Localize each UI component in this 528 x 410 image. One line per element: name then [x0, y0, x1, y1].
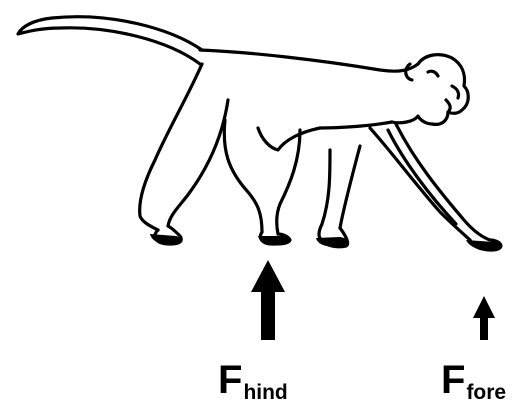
- nose: [452, 86, 459, 98]
- chest-outline: [320, 122, 392, 128]
- feet-fills: [150, 234, 501, 251]
- far-fore-leg-outline: [319, 146, 360, 240]
- hind-force-symbol: F: [218, 358, 242, 402]
- near-hind-leg-outline: [140, 64, 228, 230]
- back-outline: [200, 50, 418, 71]
- tail-outline: [18, 17, 202, 64]
- fore-force-label: Ffore: [441, 360, 506, 400]
- hind-force-label: Fhind: [218, 360, 288, 400]
- fore-force-symbol: F: [441, 358, 465, 402]
- eye: [428, 71, 438, 76]
- mouth: [446, 100, 450, 112]
- near-fore-leg-outline: [370, 124, 490, 240]
- hind-force-subscript: hind: [243, 381, 287, 404]
- fore-force-arrow: [473, 296, 495, 340]
- belly-outline: [258, 128, 320, 150]
- near-fore-inner-line: [388, 130, 456, 224]
- fore-force-subscript: fore: [466, 381, 506, 404]
- hind-force-arrow: [251, 260, 285, 340]
